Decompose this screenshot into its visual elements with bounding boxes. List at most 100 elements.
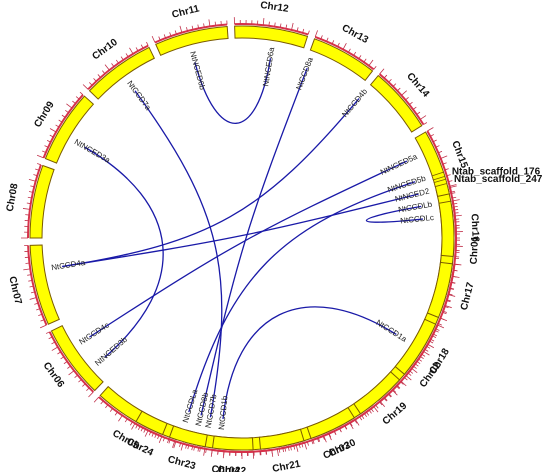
chromosome-arc-chr09 <box>44 95 95 164</box>
gene-label-ntccd1b: NtCCD1b <box>217 395 230 431</box>
link-ntnced5b-ntccdla <box>188 181 416 413</box>
collinearity-links <box>62 58 424 420</box>
chromosome-label-chr19: Chr19 <box>381 400 410 427</box>
scaffold-label-ntab-scaffold-176: Ntab_scaffold_176 <box>452 166 541 177</box>
scaffold-marker-ntab-scaffold-176 <box>431 171 446 181</box>
chromosome-label-chr13: Chr13 <box>340 23 371 47</box>
chromosome-label-chr21: Chr21 <box>272 459 302 472</box>
chromosome-rim-chr12 <box>234 23 309 36</box>
chromosome-rim-chr09 <box>42 94 84 159</box>
chromosome-ticks-chr10 <box>82 41 149 90</box>
scaffold-label-ntab-scaffold-247: Ntab_scaffold_247 <box>454 174 543 185</box>
chromosome-label-chr14: Chr14 <box>404 71 431 100</box>
chromosome-label-chr17: Chr17 <box>459 281 477 312</box>
chromosome-rim-chr18 <box>405 324 439 377</box>
chromosome-label-chr06: Chr06 <box>41 360 67 390</box>
chromosome-label-chr01: Chr01 <box>469 235 481 264</box>
chromosome-arc-chr11 <box>155 25 229 56</box>
gene-label-ntnced6a: NtNCED6a <box>261 46 276 87</box>
chromosome-label-chr07: Chr07 <box>6 275 23 306</box>
chromosome-ticks-chr16 <box>452 199 463 258</box>
chromosome-label-chr12: Chr12 <box>260 0 290 15</box>
chromosome-ticks-chr11 <box>151 19 228 43</box>
chromosome-rim-chr13 <box>314 35 375 71</box>
chromosome-ring <box>21 17 463 459</box>
chromosome-label-chr24: Chr24 <box>125 436 156 459</box>
scaffold-marker-ntab-scaffold-247 <box>433 178 448 188</box>
chromosome-rim-chr16 <box>451 200 457 257</box>
link-ntnced6a-ntnced6b <box>194 58 272 124</box>
gene-label-ntccdlc: NtCCDLc <box>400 213 435 225</box>
chromosome-arc-chr16 <box>438 200 455 258</box>
chromosome-arc-chr14 <box>369 74 423 133</box>
gene-label-ntccd4a: NtCCD4a <box>51 258 87 272</box>
chromosome-ticks-chr07 <box>23 245 47 329</box>
link-ntccd7a-ntccd7b <box>134 90 223 418</box>
chromosome-arc-chr05 <box>99 385 181 441</box>
chromosome-arc-chr13 <box>309 38 374 82</box>
chromosome-arc-chr20 <box>306 406 356 440</box>
chromosome-ticks-chr12 <box>233 17 310 35</box>
chromosome-arc-chr23 <box>168 425 208 448</box>
chromosome-rim-chr11 <box>154 23 228 44</box>
chromosome-ticks-chr14 <box>379 68 428 125</box>
chromosome-arc-chr17 <box>426 261 453 319</box>
chromosome-label-chr10: Chr10 <box>90 37 120 63</box>
gene-label-ntccd4b: NtCCD4b <box>340 87 369 119</box>
link-ntccd8a-ntccd8b <box>200 67 308 416</box>
gene-label-ntccd4c: NtCCD4c <box>77 321 110 347</box>
chromosome-ticks-chr18 <box>405 324 445 381</box>
chromosome-arc-chr18 <box>394 318 437 375</box>
chromosome-ticks-chr15 <box>427 127 457 194</box>
chromosome-rim-chr05 <box>98 396 177 443</box>
chromosome-ticks-chr05 <box>93 396 177 449</box>
chromosome-label-chr23: Chr23 <box>167 454 198 472</box>
chromosome-label-chr16: Chr16 <box>469 213 481 242</box>
chromosome-ticks-chr23 <box>167 438 206 456</box>
link-ntccdlb-ntccdlc <box>366 205 424 223</box>
chromosome-label-chr11: Chr11 <box>171 3 201 21</box>
chromosome-ticks-chr17 <box>440 263 462 321</box>
chromosome-rim-chr07 <box>27 245 48 326</box>
link-ntnced5a-ntccd4c <box>89 160 408 338</box>
chromosome-ticks-chr09 <box>36 91 84 159</box>
chromosome-rim-chr15 <box>426 130 453 194</box>
gene-label-ntccd8a: NtCCD8a <box>294 56 315 92</box>
chromosome-label-chr20: Chr20 <box>327 437 358 459</box>
chromosome-rim-chr14 <box>378 73 425 126</box>
chromosome-arc-chr06 <box>50 325 104 392</box>
chromosome-ticks-chr22 <box>211 449 254 459</box>
link-ntccd1a-ntccd1b <box>222 306 397 420</box>
gene-label-ntnced5a: NtNCED5a <box>379 152 419 177</box>
chromosome-ticks-chr06 <box>45 331 94 398</box>
chromosome-label-chr08: Chr08 <box>5 182 21 212</box>
gene-label-ntnced3a: NtNCED3a <box>73 137 112 165</box>
chromosome-arc-chr12 <box>234 25 309 49</box>
gene-label-ntnced6b: NtNCED6b <box>188 50 207 91</box>
chromosome-ticks-chr19 <box>361 380 407 419</box>
chromosome-arc-chr21 <box>258 428 305 450</box>
chromosome-label-chr22: Chr22 <box>217 465 246 472</box>
chromosome-labels: Chr01Chr02Chr03Chr04Chr05Chr06Chr07Chr08… <box>5 0 543 472</box>
link-ntnced2-ntccd4a <box>62 193 419 268</box>
chromosome-rim-chr19 <box>361 380 402 417</box>
chromosome-rim-chr17 <box>439 263 456 319</box>
chromosome-ticks-chr20 <box>311 419 360 445</box>
chromosome-rim-chr24 <box>134 422 163 438</box>
gene-label-ntccd7a: NtCCD7a <box>125 79 153 112</box>
chromosome-label-chr09: Chr09 <box>32 99 57 129</box>
link-ntccd4b-ntccd4a <box>62 98 360 268</box>
chromosome-ticks-chr13 <box>314 30 377 70</box>
chromosome-rim-chr06 <box>48 331 95 393</box>
chromosome-arc-chr24 <box>135 410 168 436</box>
chromosome-label-chr04: Chr04 <box>211 464 240 472</box>
chromosome-arc-chr19 <box>353 371 401 415</box>
chromosome-rim-chr08 <box>27 164 42 239</box>
gene-label-ntnced3b: NtNCED3b <box>93 335 129 368</box>
gene-label-ntccd1a: NtCCD1a <box>374 318 408 344</box>
chromosome-arc-chr08 <box>29 164 55 239</box>
chromosome-arc-chr07 <box>29 244 60 325</box>
